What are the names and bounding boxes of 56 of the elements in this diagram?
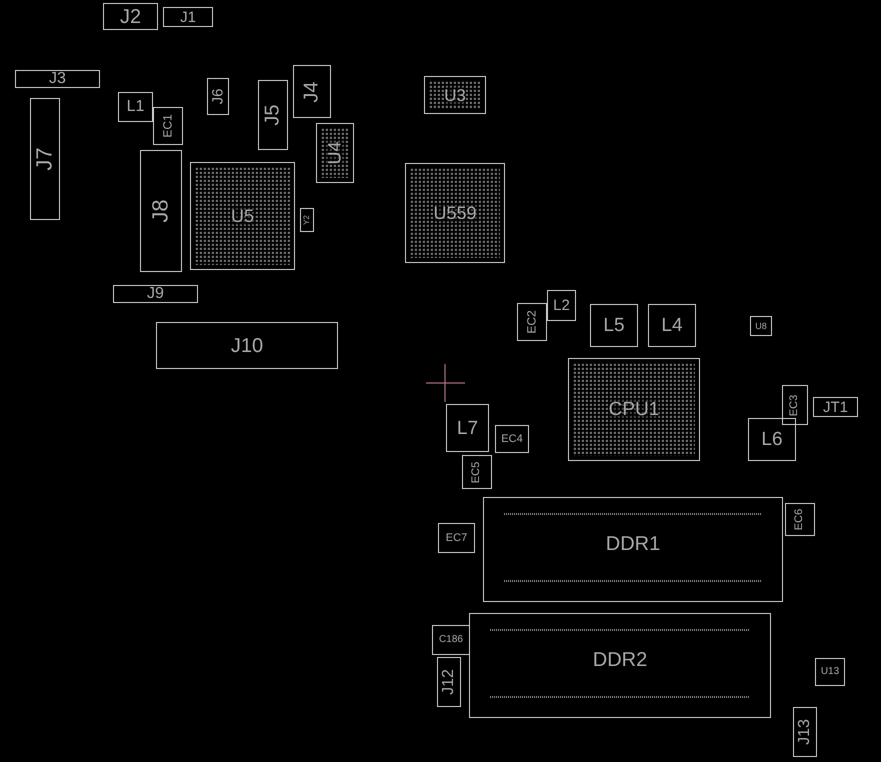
component-designator: Y2 (303, 215, 311, 225)
component-designator: EC4 (501, 434, 523, 444)
component-designator: U5 (230, 207, 254, 225)
component-designator: EC7 (446, 532, 468, 544)
component-footprint (207, 78, 229, 115)
component-footprint (782, 385, 808, 425)
component-footprint (547, 290, 576, 321)
component-designator: EC2 (526, 310, 538, 334)
component-designator: L2 (553, 298, 570, 313)
component-footprint (153, 107, 183, 145)
component-designator: EC5 (472, 461, 482, 483)
component-designator: U8 (755, 322, 767, 330)
component-footprint (30, 98, 60, 220)
component-footprint (103, 3, 158, 30)
component-footprint (118, 92, 153, 122)
component-footprint (462, 455, 492, 489)
component-footprint (113, 285, 198, 303)
component-footprint (748, 418, 796, 461)
component-footprint (163, 7, 213, 27)
component-footprint (438, 523, 475, 553)
component-footprint (156, 322, 338, 369)
component-designator: J1 (180, 10, 196, 24)
component-footprint (300, 208, 314, 232)
component-footprint (432, 625, 470, 655)
component-footprint (258, 80, 288, 150)
component-designator: U559 (433, 204, 477, 222)
component-footprint (495, 425, 529, 453)
component-designator: CPU1 (608, 400, 660, 419)
component-designator: EC3 (790, 394, 800, 416)
component-footprint (590, 304, 638, 347)
component-footprint (446, 404, 489, 452)
component-designator: J2 (120, 6, 142, 26)
memory-slot-footprint (483, 497, 783, 602)
component-footprint (813, 397, 858, 417)
component-footprint (15, 70, 100, 88)
component-designator: J10 (230, 336, 264, 356)
component-designator: C186 (439, 635, 463, 645)
component-footprint (750, 316, 772, 336)
component-footprint (293, 65, 331, 118)
component-footprint (437, 657, 461, 707)
component-designator: U13 (820, 667, 840, 677)
component-designator: U4 (326, 142, 344, 164)
component-designator: EC1 (162, 114, 174, 138)
component-footprint (815, 658, 845, 686)
component-designator: JT1 (822, 400, 848, 414)
component-designator: U3 (444, 86, 466, 104)
component-footprint (785, 503, 815, 536)
component-designator: EC6 (794, 508, 806, 530)
component-footprint (648, 304, 696, 347)
memory-slot-footprint (469, 613, 771, 718)
component-footprint (793, 707, 817, 757)
component-footprint (517, 303, 547, 341)
chip-footprint (424, 76, 486, 114)
component-footprint (140, 150, 182, 272)
chip-footprint (316, 123, 354, 183)
component-designator: J6 (210, 88, 226, 104)
